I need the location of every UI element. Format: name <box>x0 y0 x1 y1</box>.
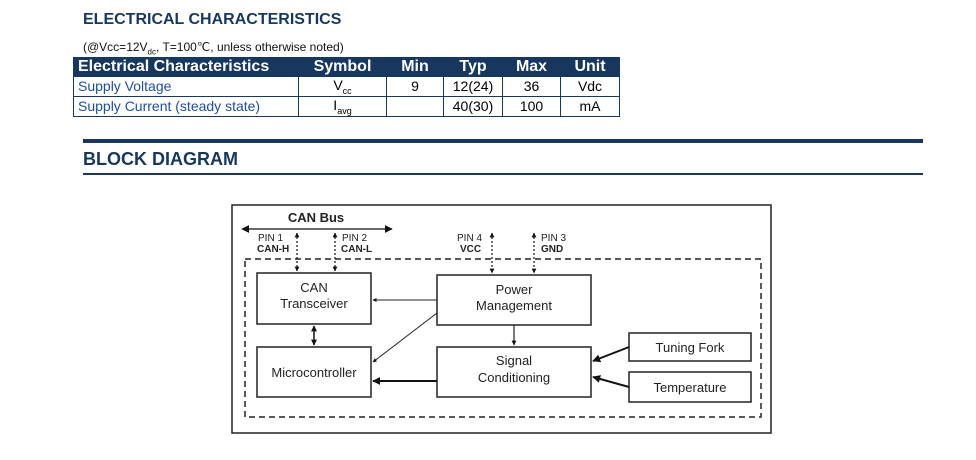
section-rule-bottom <box>83 173 923 175</box>
conditions-prefix: (@Vcc=12V <box>83 40 148 54</box>
power-management-block <box>436 274 592 326</box>
row-unit: Vdc <box>560 76 620 97</box>
signal-conditioning-block <box>436 346 592 398</box>
microcontroller-label: Microcontroller <box>271 365 357 380</box>
can-transceiver-label-1: CAN <box>300 280 327 295</box>
row-max: 100 <box>502 95 561 117</box>
can-transceiver-block <box>256 272 372 325</box>
microcontroller-block <box>256 346 372 398</box>
row-typ: 12(24) <box>443 76 503 97</box>
tuning-fork-label: Tuning Fork <box>656 340 725 355</box>
conditions-suffix: , T=100℃, unless otherwise noted) <box>156 40 344 54</box>
header-parameter: Electrical Characteristics <box>73 57 299 77</box>
can-bus-label: CAN Bus <box>288 210 344 225</box>
power-to-microcontroller-arrow <box>372 312 438 363</box>
row-typ: 40(30) <box>443 95 503 117</box>
pin1-name: CAN-H <box>257 244 289 255</box>
pin1-label: PIN 1 <box>258 233 283 244</box>
symbol-sub: avg <box>337 105 352 116</box>
symbol-main: I <box>333 96 338 113</box>
power-management-label-1: Power <box>496 282 534 297</box>
table-row: Supply Voltage Vcc 9 12(24) 36 Vdc <box>73 76 620 97</box>
pin3-label: PIN 3 <box>541 233 566 244</box>
signal-conditioning-label-1: Signal <box>496 353 532 368</box>
conditions-subscript: dc <box>147 47 156 57</box>
pin4-label: PIN 4 <box>457 233 482 244</box>
table-row: Supply Current (steady state) Iavg 40(30… <box>73 95 620 117</box>
pin2-name: CAN-L <box>341 244 372 255</box>
module-boundary <box>244 258 762 418</box>
table-header-row: Electrical Characteristics Symbol Min Ty… <box>73 57 620 77</box>
symbol-sub: cc <box>342 85 352 96</box>
power-management-label-2: Management <box>476 298 552 313</box>
header-min: Min <box>386 57 444 77</box>
row-parameter: Supply Current (steady state) <box>73 95 299 117</box>
tuning-fork-block <box>628 332 752 362</box>
electrical-characteristics-title: ELECTRICAL CHARACTERISTICS <box>83 11 342 28</box>
section-rule-top <box>83 139 923 143</box>
block-diagram-title: BLOCK DIAGRAM <box>83 149 238 169</box>
temperature-block <box>628 371 752 403</box>
pin2-label: PIN 2 <box>342 233 367 244</box>
row-parameter: Supply Voltage <box>73 76 299 97</box>
row-symbol: Vcc <box>298 76 387 97</box>
pin3-name: GND <box>541 244 563 255</box>
electrical-characteristics-table: Electrical Characteristics Symbol Min Ty… <box>73 57 620 117</box>
pin4-name: VCC <box>460 244 481 255</box>
row-unit: mA <box>560 95 620 117</box>
symbol-main: V <box>333 77 343 93</box>
test-conditions-note: (@Vcc=12Vdc, T=100℃, unless otherwise no… <box>83 40 344 56</box>
header-max: Max <box>502 57 561 77</box>
temperature-to-signal-arrow <box>592 375 630 388</box>
header-typ: Typ <box>443 57 503 77</box>
row-symbol: Iavg <box>298 95 387 117</box>
temperature-label: Temperature <box>654 380 727 395</box>
can-transceiver-label-2: Transceiver <box>280 296 348 311</box>
tuning-fork-to-signal-arrow <box>592 346 630 363</box>
header-unit: Unit <box>560 57 620 77</box>
signal-conditioning-label-2: Conditioning <box>478 370 550 385</box>
